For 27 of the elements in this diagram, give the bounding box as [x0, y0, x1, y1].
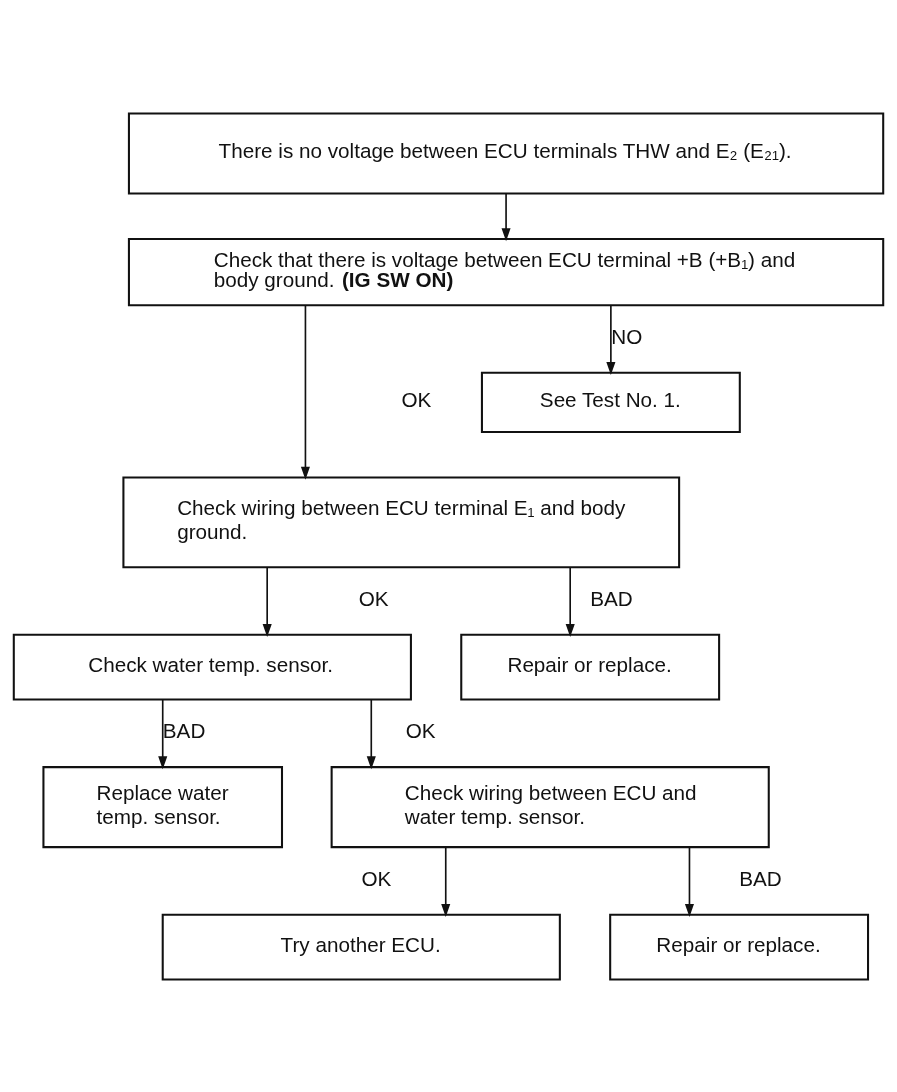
arrow [441, 845, 451, 917]
edge-label: BAD [590, 586, 633, 610]
node-box: There is no voltage between ECU terminals THW and E₂ (E₂₁). [127, 112, 885, 195]
node-box: Check wiring between ECU terminal E₁ and body ground. [122, 476, 681, 568]
arrow [565, 566, 575, 637]
arrow [501, 192, 511, 241]
node-box: See Test No. 1. [480, 371, 741, 433]
node-box: Check that there is voltage between ECU terminal +B (+B₁) and body ground. (IG SW ON) [127, 237, 885, 306]
node-box: Repair or replace. [460, 633, 721, 701]
arrow [684, 845, 694, 917]
edge-label: OK [401, 387, 432, 411]
edge-label: NO [611, 324, 643, 348]
edge-label: OK [358, 586, 389, 610]
arrow [606, 304, 616, 375]
edge-label: BAD [739, 866, 782, 890]
edge-label: BAD [162, 718, 206, 742]
node-box: Repair or replace. [609, 913, 870, 980]
arrow [262, 566, 272, 637]
arrow [366, 698, 376, 769]
arrow [300, 304, 310, 480]
edge-label: OK [405, 718, 436, 742]
edge-label: OK [361, 866, 392, 890]
node-box: Replace water temp. sensor. [42, 765, 284, 848]
node-box: Try another ECU. [161, 913, 561, 980]
node-box: Check wiring between ECU and water temp. sensor. [330, 765, 770, 848]
node-box: Check water temp. sensor. [12, 633, 412, 701]
arrow [158, 698, 168, 769]
